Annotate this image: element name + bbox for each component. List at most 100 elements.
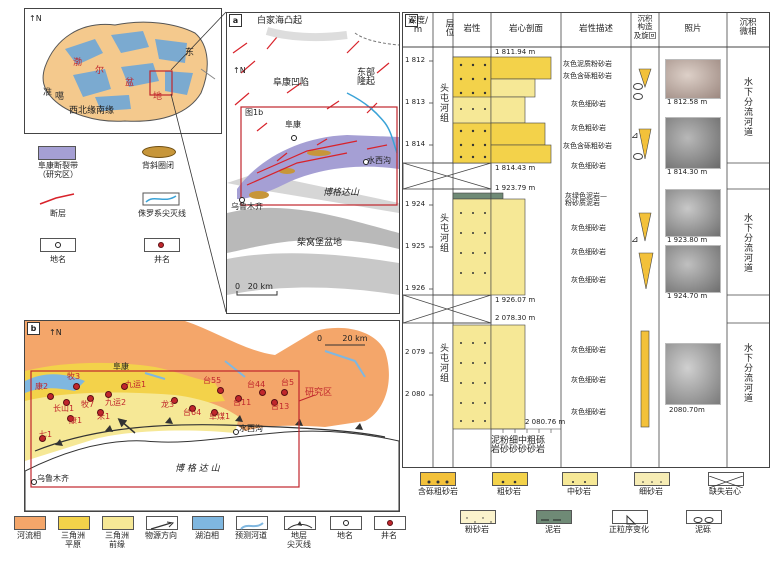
graded-bedding-icon: ⊿ (631, 235, 639, 245)
header-microfacies: 沉积 微相 (739, 18, 757, 38)
well-tai55: 台55 (203, 376, 222, 385)
header-strata: 层位 (444, 19, 454, 36)
legend-pebbly-swatch (420, 472, 456, 486)
well-long3: 龙3 (161, 400, 175, 409)
grain-size-axis: 泥粉细中粗砾 岩砂砂砂砂岩 (491, 436, 546, 456)
photo-caption: 1 923.80 m (667, 236, 708, 244)
legend-anticline-label: 背斜圈闭 (142, 161, 174, 170)
inset-label-basin1: 渤 (73, 58, 83, 68)
photo-caption: 1 924.70 m (667, 292, 708, 300)
legend-wellname-label: 井名 (154, 255, 170, 264)
fig1b-box (240, 106, 398, 206)
lith-desc: 灰色含砾粗砂岩 (563, 72, 612, 80)
legend-missing-swatch (708, 472, 744, 489)
well-mu7: 牧7 (81, 400, 95, 409)
well-jiuyun1-icon (121, 383, 128, 390)
legend-silt-swatch (460, 510, 496, 524)
well-mi1-icon (97, 409, 104, 416)
well-kang1: 康1 (69, 416, 83, 425)
well-tai11: 台11 (233, 398, 252, 407)
well-fumei1-icon (211, 409, 218, 416)
inset-label-dep3: 尔 (95, 66, 105, 76)
lith-desc: 灰色细砂岩 (571, 248, 606, 256)
panel-a-label: a (229, 14, 242, 27)
core-photo (665, 343, 721, 405)
panel-b-label: b (27, 322, 40, 335)
core-photo (665, 245, 721, 293)
inset-label-dep2: 噶 (55, 92, 65, 102)
photo-caption: 1 812.58 m (667, 98, 708, 106)
label-east-uplift: 东部 隆起 (357, 68, 376, 88)
lith-desc: 灰色细砂岩 (571, 224, 606, 232)
fukang-place-icon (291, 135, 297, 141)
urumqi-place-icon (239, 197, 245, 203)
depth-tick: 1 814 (405, 140, 426, 148)
shuixigou-place-icon (363, 159, 369, 165)
panel-c-label: c (405, 14, 418, 27)
label-chaiwopu: 柴窝堡盆地 (297, 238, 343, 248)
legend-well-b-swatch (374, 516, 406, 530)
well-mi1: 米1 (97, 412, 111, 421)
panel-b-fukang: 阜康 (113, 362, 129, 371)
legend-silt-label: 粉砂岩 (465, 525, 489, 534)
photo-caption: 1 814.30 m (667, 168, 708, 176)
label-study-area: 研究区 (305, 388, 333, 398)
panel-b-urumqi-icon (31, 479, 37, 485)
well-long3-icon (171, 397, 178, 404)
well-tai64: 台64 (183, 408, 202, 417)
depth-tick: 1 926 (405, 284, 426, 292)
lith-desc: 灰色细砂岩 (571, 100, 606, 108)
header-lithology: 岩性 (463, 24, 481, 34)
well-changshan1-icon (63, 399, 70, 406)
inset-map: ↑N 准 噶 渤 尔 盆 地 西北缘南缘 东 (24, 8, 222, 134)
core-photo (665, 189, 721, 237)
well-mu3: 牧3 (67, 372, 81, 381)
legend-delta-plain-swatch (58, 516, 90, 530)
well-mu3-icon (73, 383, 80, 390)
legend-pinchout-b-swatch (284, 516, 316, 530)
legend-graded-swatch (612, 510, 648, 525)
header-depth: 深度/ m (408, 16, 428, 36)
well-tai64-icon (189, 405, 196, 412)
panel-a-north-arrow: ↑N (233, 66, 246, 75)
graded-bedding-icon: ⊿ (631, 131, 639, 141)
well-jiuyun2-icon (105, 391, 112, 398)
inset-label-dep5: 地 (153, 92, 163, 102)
legend-pinchout-b-label: 地层 尖灭线 (287, 531, 311, 549)
label-fukang: 阜康 (285, 120, 301, 129)
legend-coarse-label: 粗砂岩 (497, 487, 521, 496)
well-tai5-icon (281, 389, 288, 396)
inset-study-box (149, 70, 173, 96)
microfacies-label: 水下分流河道 (742, 213, 752, 273)
depth-tick: 1 925 (405, 242, 426, 250)
core-profile-bars (490, 56, 552, 430)
depth-mark: 1 923.79 m (495, 184, 536, 192)
legend-wellname-swatch (144, 238, 180, 252)
study-area-box (30, 370, 300, 488)
panel-c: c (402, 12, 770, 468)
legend-mudstone-label: 泥岩 (545, 525, 561, 534)
microfacies-label: 水下分流河道 (742, 77, 752, 137)
legend-pinchout-label: 侏罗系尖灭线 (138, 209, 186, 218)
well-qi1: 七1 (39, 430, 53, 439)
legend-fine-label: 细砂岩 (639, 487, 663, 496)
well-tai5: 台5 (281, 378, 295, 387)
legend-fault-zone-swatch (38, 146, 76, 160)
panel-a-map (227, 27, 399, 296)
depth-mark: 1 811.94 m (495, 48, 536, 56)
legend-river-swatch (14, 516, 46, 530)
inset-map-svg (42, 21, 216, 122)
mud-gravel-icon (633, 83, 643, 90)
legend-source-swatch (146, 516, 178, 530)
panel-b-north-arrow: ↑N (49, 328, 62, 337)
lith-desc: 灰绿色泥岩— 粉砂质泥岩 (565, 192, 607, 208)
legend-fault-zone-label: 阜康断裂带 （研究区） (38, 161, 78, 179)
legend-medium-label: 中砂岩 (567, 487, 591, 496)
legend-delta-plain-label: 三角洲 平原 (61, 531, 85, 549)
panel-a: a 白家海凸起 ↑N 阜康凹陷 东部 隆起 图1b 阜康 水西沟 博格达山 乌鲁… (226, 12, 400, 314)
legend-mudgravel-label: 泥砾 (695, 525, 711, 534)
legend-coarse-swatch (492, 472, 528, 486)
inset-label-east: 东 (185, 48, 195, 58)
well-jiuyun1: 九运1 (125, 380, 147, 389)
well-changshan1: 长山1 (53, 404, 75, 413)
